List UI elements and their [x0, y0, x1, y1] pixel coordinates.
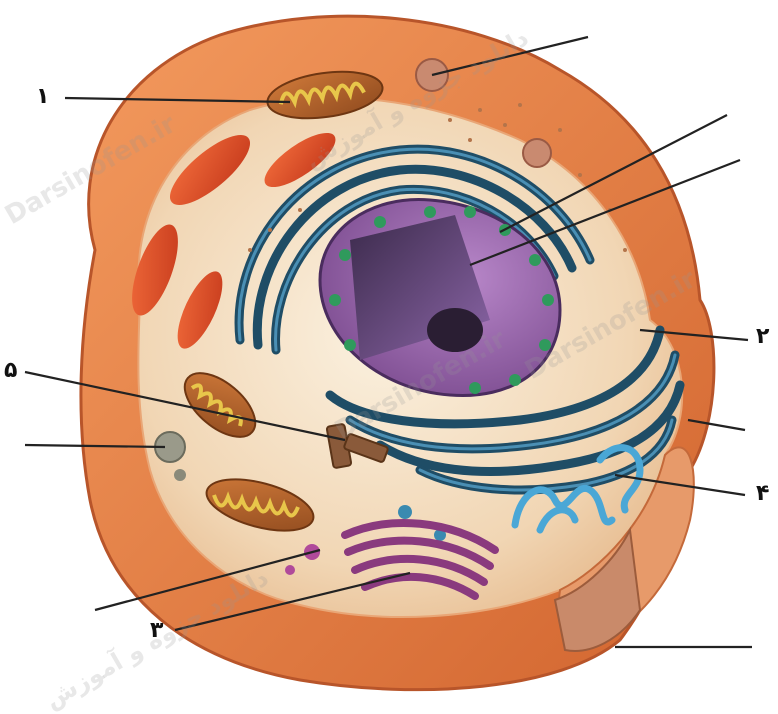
label-4: ۴ [756, 483, 769, 505]
label-2: ۲ [756, 326, 769, 348]
label-1: ۱ [36, 86, 49, 108]
nucleolus [427, 308, 483, 352]
animal-cell-diagram [0, 0, 778, 697]
label-3: ۳ [150, 620, 163, 642]
label-5: ۵ [4, 360, 17, 382]
